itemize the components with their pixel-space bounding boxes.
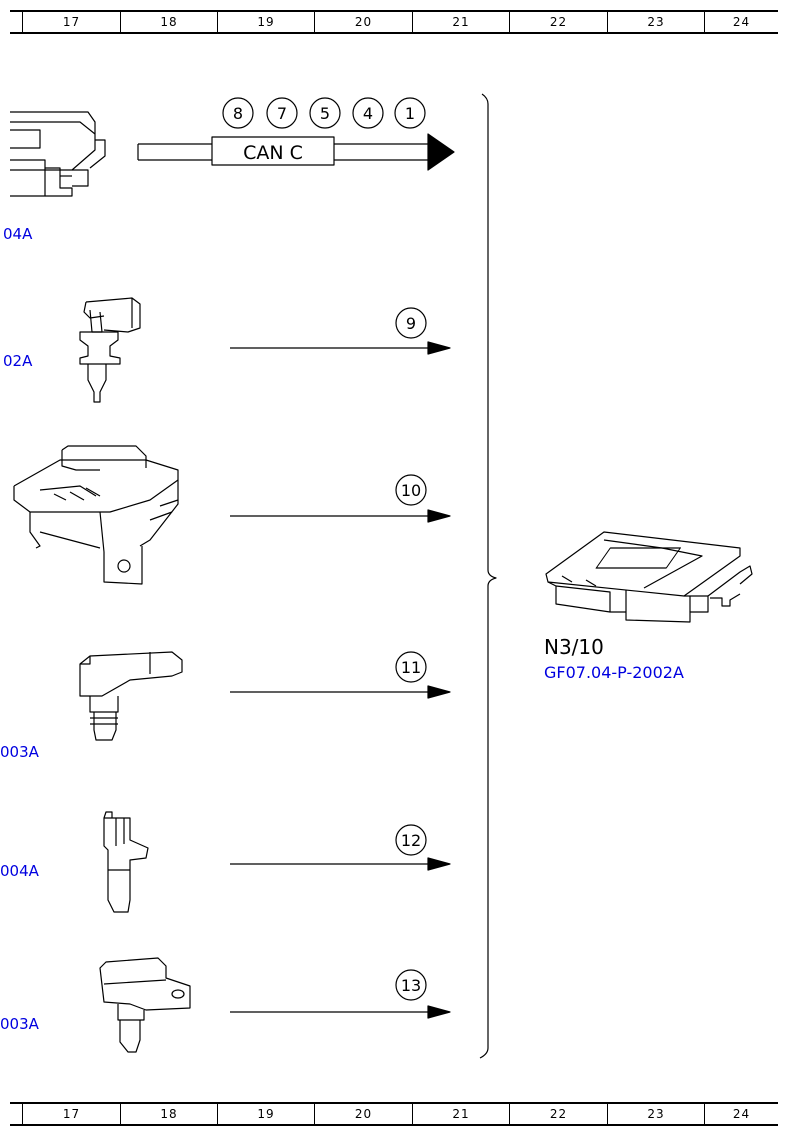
target-component-id: N3/10: [544, 635, 604, 659]
top-ruler: 17 18 19 20 21 22 23 24: [10, 10, 778, 34]
ruler-cell: 19: [217, 1104, 314, 1124]
component-ref[interactable]: 004A: [0, 862, 39, 880]
control-unit-icon: [10, 111, 106, 197]
signal-arrow: [230, 341, 451, 355]
grouping-bracket: [479, 93, 497, 1059]
ruler-cell: 18: [120, 1104, 217, 1124]
ruler-cell: 24: [704, 1104, 778, 1124]
ruler-cell: 24: [704, 12, 778, 32]
tcu-control-unit-icon: [545, 531, 753, 623]
marker-label: 5: [320, 104, 330, 123]
component-ref[interactable]: 02A: [3, 352, 33, 370]
marker-circle: [222, 97, 254, 129]
marker-circle: [352, 97, 384, 129]
marker-circle: [395, 651, 427, 683]
marker-circle: [395, 969, 427, 1001]
ruler-cell: 20: [314, 12, 412, 32]
marker-label: 8: [233, 104, 243, 123]
ruler-cell: 21: [412, 12, 509, 32]
bottom-ruler: 17 18 19 20 21 22 23 24: [10, 1102, 778, 1126]
pressure-temperature-sensor-icon: [99, 957, 191, 1053]
ruler-cell: 17: [22, 1104, 120, 1124]
marker-label: 7: [277, 104, 287, 123]
ruler-cell: 19: [217, 12, 314, 32]
signal-arrow: [230, 509, 451, 523]
component-ref[interactable]: 003A: [0, 743, 39, 761]
ruler-cell: 22: [509, 1104, 607, 1124]
marker-circle: [395, 824, 427, 856]
actuator-module-icon: [13, 445, 179, 585]
marker-label: 12: [401, 831, 421, 850]
ruler-cell: 21: [412, 1104, 509, 1124]
marker-circle: [395, 307, 427, 339]
speed-sensor-icon: [103, 811, 149, 913]
marker-label: 1: [405, 104, 415, 123]
can-bus-arrow: [137, 133, 455, 171]
marker-label: 10: [401, 481, 421, 500]
signal-arrow: [230, 1005, 451, 1019]
marker-label: 4: [363, 104, 373, 123]
target-component-ref[interactable]: GF07.04-P-2002A: [544, 663, 684, 682]
ruler-cell: 23: [607, 1104, 704, 1124]
ruler-cell: 18: [120, 12, 217, 32]
marker-label: 13: [401, 976, 421, 995]
ruler-cell: 22: [509, 12, 607, 32]
component-ref[interactable]: 04A: [3, 225, 33, 243]
signal-arrow: [230, 857, 451, 871]
marker-label: 9: [406, 314, 416, 333]
marker-label: 11: [401, 658, 421, 677]
ruler-cell: 23: [607, 12, 704, 32]
marker-circle: [266, 97, 298, 129]
ruler-cell: 20: [314, 1104, 412, 1124]
pressure-sensor-icon: [79, 651, 183, 741]
marker-circle: [309, 97, 341, 129]
can-bus-label: CAN C: [243, 142, 303, 164]
marker-circle: [395, 474, 427, 506]
marker-circle: [394, 97, 426, 129]
signal-arrow: [230, 685, 451, 699]
component-ref[interactable]: 003A: [0, 1015, 39, 1033]
temperature-sensor-icon: [79, 297, 141, 403]
ruler-cell: 17: [22, 12, 120, 32]
